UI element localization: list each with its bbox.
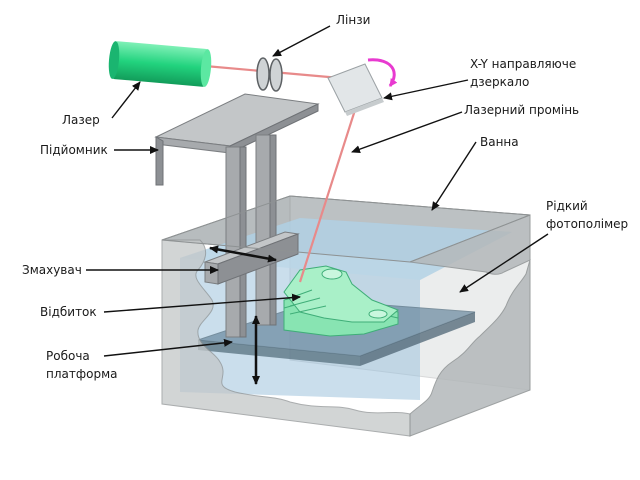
label-photopolymer-line1: Рідкий bbox=[546, 199, 588, 213]
label-mirror-line2: дзеркало bbox=[470, 75, 529, 89]
recoater-motion-arrow-icon bbox=[209, 245, 277, 263]
xy-mirror bbox=[327, 58, 398, 116]
printed-part bbox=[283, 265, 399, 337]
label-laser: Лазер bbox=[62, 113, 100, 127]
lenses-arrow bbox=[272, 25, 331, 57]
platform-arrow bbox=[103, 338, 233, 357]
elevator bbox=[154, 93, 320, 338]
label-vat: Ванна bbox=[480, 135, 519, 149]
label-arrows bbox=[86, 25, 549, 357]
motion-arrows bbox=[209, 245, 277, 385]
labels: Лінзи Лазер X-Y направляюче дзеркало Лаз… bbox=[22, 13, 628, 381]
laser-arrow bbox=[111, 81, 141, 119]
print-arrow bbox=[103, 293, 301, 313]
label-platform-line1: Робоча bbox=[46, 349, 90, 363]
label-laser-beam: Лазерний промінь bbox=[464, 103, 579, 117]
mirror-arrow bbox=[383, 79, 469, 101]
label-lenses: Лінзи bbox=[336, 13, 370, 27]
label-photopolymer-line2: фотополімер bbox=[546, 217, 628, 231]
label-recoater: Змахувач bbox=[22, 263, 82, 277]
lenses bbox=[256, 57, 283, 92]
label-platform-line2: платформа bbox=[46, 367, 117, 381]
photopolymer-arrow bbox=[459, 233, 549, 293]
laser bbox=[108, 41, 212, 87]
label-print: Відбиток bbox=[40, 305, 97, 319]
vat-walls bbox=[161, 195, 531, 437]
label-elevator: Підйомник bbox=[40, 143, 108, 157]
rotation-arrow-icon bbox=[367, 58, 398, 87]
vat-arrow bbox=[431, 141, 477, 211]
label-mirror-line1: X-Y направляюче bbox=[470, 57, 576, 71]
beam-arrow bbox=[351, 111, 463, 154]
